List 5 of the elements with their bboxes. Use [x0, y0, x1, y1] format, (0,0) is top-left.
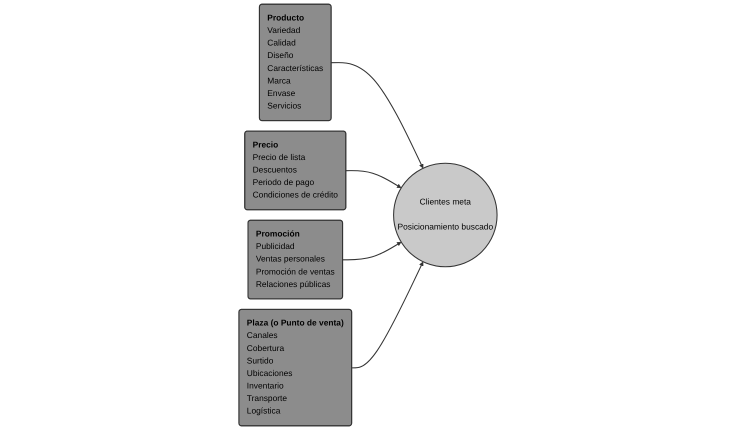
- arrow: [346, 170, 402, 188]
- node-circle: Clientes meta Posicionamiento buscado: [393, 162, 498, 268]
- arrow: [342, 242, 402, 260]
- arrow: [352, 262, 424, 368]
- arrow: [331, 62, 424, 168]
